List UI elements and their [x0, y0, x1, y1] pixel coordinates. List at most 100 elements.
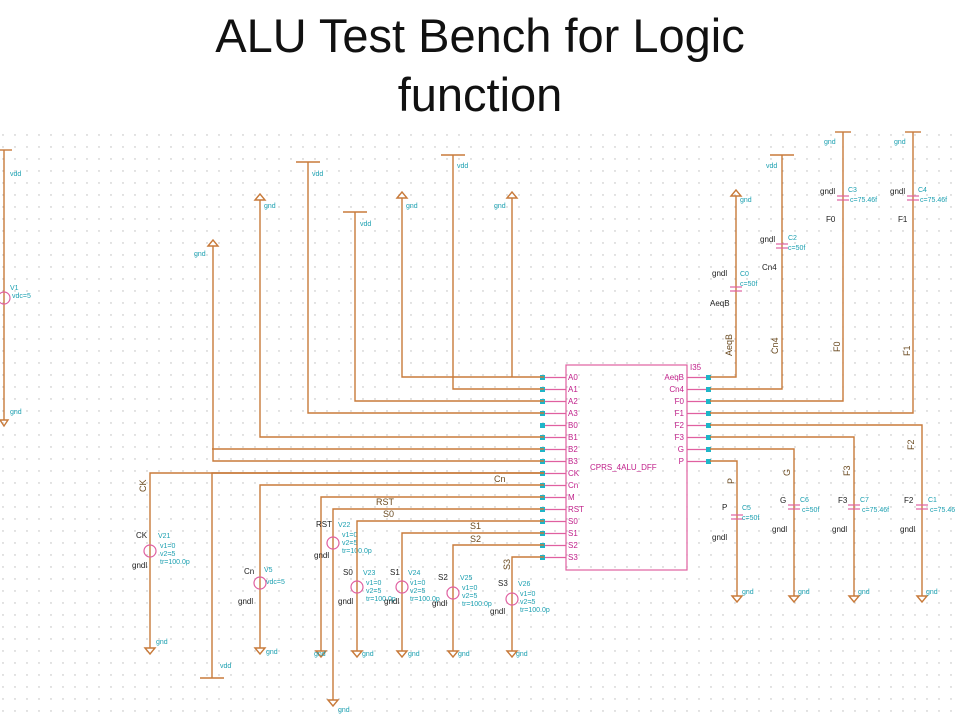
svg-text:C1: C1: [928, 497, 937, 504]
alu-pin-cn4: Cn4: [669, 385, 711, 394]
svg-text:c=50f: c=50f: [802, 507, 819, 514]
svg-text:tr=100.0p: tr=100.0p: [160, 559, 190, 566]
svg-text:gndl: gndl: [712, 533, 727, 542]
alu-block: CPRS_4ALU_DFF I35: [565, 363, 702, 571]
svg-text:C7: C7: [860, 497, 869, 504]
svg-text:gndl: gndl: [132, 561, 147, 570]
svg-text:gnd: gnd: [156, 639, 168, 646]
vdd-source-v1: vdd V1 vdc=5 gnd: [0, 149, 31, 428]
svg-text:gnd: gnd: [194, 251, 206, 258]
grid-background: [0, 128, 960, 720]
svg-text:AeqB: AeqB: [724, 334, 734, 356]
svg-text:RST: RST: [376, 497, 395, 507]
svg-text:gndl: gndl: [314, 551, 329, 560]
s3-source-v26: S3 S3 V26 v1=0 v2=5 tr=100.0p gndl gnd: [490, 556, 550, 659]
svg-text:V23: V23: [363, 570, 376, 577]
pin-marker: [706, 387, 711, 392]
svg-text:vdd: vdd: [312, 171, 323, 178]
svg-text:F3: F3: [842, 465, 852, 476]
svg-text:Cn4: Cn4: [762, 263, 777, 272]
svg-text:gnd: gnd: [742, 589, 754, 596]
svg-text:P: P: [722, 503, 727, 512]
svg-text:v1=0: v1=0: [366, 580, 381, 587]
svg-text:v1=0: v1=0: [462, 585, 477, 592]
alu-pin-label: S2: [568, 541, 578, 550]
f0-load-c3: F0 gndl C3 c=75.46f F0 gnd: [710, 131, 877, 402]
svg-text:gndl: gndl: [820, 187, 835, 196]
pin-marker: [706, 423, 711, 428]
svg-text:S3: S3: [498, 579, 508, 588]
pin-marker: [540, 423, 545, 428]
svg-text:C0: C0: [740, 271, 749, 278]
alu-pin-label: F2: [675, 421, 685, 430]
vdd-label: vdd: [10, 171, 21, 178]
alu-pin-aeqb: AeqB: [664, 373, 711, 382]
svg-text:F2: F2: [904, 496, 914, 505]
svg-text:gndl: gndl: [712, 269, 727, 278]
svg-text:F1: F1: [902, 345, 912, 356]
svg-text:gnd: gnd: [516, 651, 528, 658]
aeqb-load-c0: AeqB gndl C0 c=50f AeqB gnd: [710, 188, 757, 378]
p-load-c5: P P C5 c=50f gndl gnd: [710, 460, 759, 604]
svg-text:Cn: Cn: [494, 474, 506, 484]
svg-text:vdc=5: vdc=5: [266, 579, 285, 586]
alu-pin-label: A2: [568, 397, 578, 406]
v1-param: vdc=5: [12, 293, 31, 300]
svg-text:vdd: vdd: [220, 663, 231, 670]
svg-text:C5: C5: [742, 505, 751, 512]
svg-text:V22: V22: [338, 522, 351, 529]
title-line-2: function: [397, 68, 563, 121]
alu-pin-label: RST: [568, 505, 584, 514]
svg-text:v1=0: v1=0: [520, 591, 535, 598]
svg-text:gndl: gndl: [890, 187, 905, 196]
svg-text:S1: S1: [470, 521, 481, 531]
svg-text:gnd: gnd: [894, 139, 906, 146]
svg-text:gndl: gndl: [238, 597, 253, 606]
svg-text:F3: F3: [838, 496, 848, 505]
alu-pin-label: Cn: [568, 481, 578, 490]
svg-text:Cn: Cn: [244, 567, 254, 576]
svg-text:gndl: gndl: [760, 235, 775, 244]
svg-text:S2: S2: [438, 573, 448, 582]
svg-text:v1=0: v1=0: [342, 532, 357, 539]
title-line-1: ALU Test Bench for Logic: [215, 9, 745, 62]
pin-marker: [706, 447, 711, 452]
pin-marker: [706, 399, 711, 404]
alu-pin-g: G: [678, 445, 711, 454]
svg-text:V26: V26: [518, 581, 531, 588]
f2-load-c1: F2 F2 C1 c=75.46 gndl gnd: [710, 424, 955, 604]
svg-text:c=75.46f: c=75.46f: [862, 507, 889, 514]
f1-load-c4: F1 gndl C4 c=75.46f F1 gnd: [710, 131, 947, 414]
svg-text:S0: S0: [343, 568, 353, 577]
alu-pin-label: F0: [675, 397, 685, 406]
svg-text:v2=5: v2=5: [462, 593, 477, 600]
svg-text:gndl: gndl: [432, 599, 447, 608]
svg-text:gndl: gndl: [338, 597, 353, 606]
s2-source-v25: S2 S2 V25 v1=0 v2=5 tr=100.0p gndl gnd: [432, 534, 544, 659]
alu-pin-label: Cn4: [669, 385, 684, 394]
slide-title: ALU Test Bench for Logic function: [0, 6, 960, 124]
svg-text:F0: F0: [832, 341, 842, 352]
alu-pin-label: B1: [568, 433, 578, 442]
svg-text:v2=5: v2=5: [520, 599, 535, 606]
alu-pin-label: AeqB: [664, 373, 684, 382]
alu-pin-label: A3: [568, 409, 578, 418]
alu-pin-label: G: [678, 445, 684, 454]
svg-text:gnd: gnd: [926, 589, 938, 596]
svg-text:c=75.46f: c=75.46f: [920, 197, 947, 204]
alu-pin-f3: F3: [675, 433, 711, 442]
alu-pin-label: A0: [568, 373, 578, 382]
svg-text:V21: V21: [158, 533, 171, 540]
svg-text:gnd: gnd: [266, 649, 278, 656]
svg-text:v2=5: v2=5: [160, 551, 175, 558]
alu-pin-label: M: [568, 493, 575, 502]
alu-pin-label: B2: [568, 445, 578, 454]
gnd-label: gnd: [10, 409, 22, 416]
pin-marker: [706, 375, 711, 380]
svg-text:gnd: gnd: [362, 651, 374, 658]
alu-pin-f1: F1: [675, 409, 711, 418]
alu-pin-label: S3: [568, 553, 578, 562]
svg-text:gnd: gnd: [338, 707, 350, 714]
svg-text:F1: F1: [898, 215, 908, 224]
